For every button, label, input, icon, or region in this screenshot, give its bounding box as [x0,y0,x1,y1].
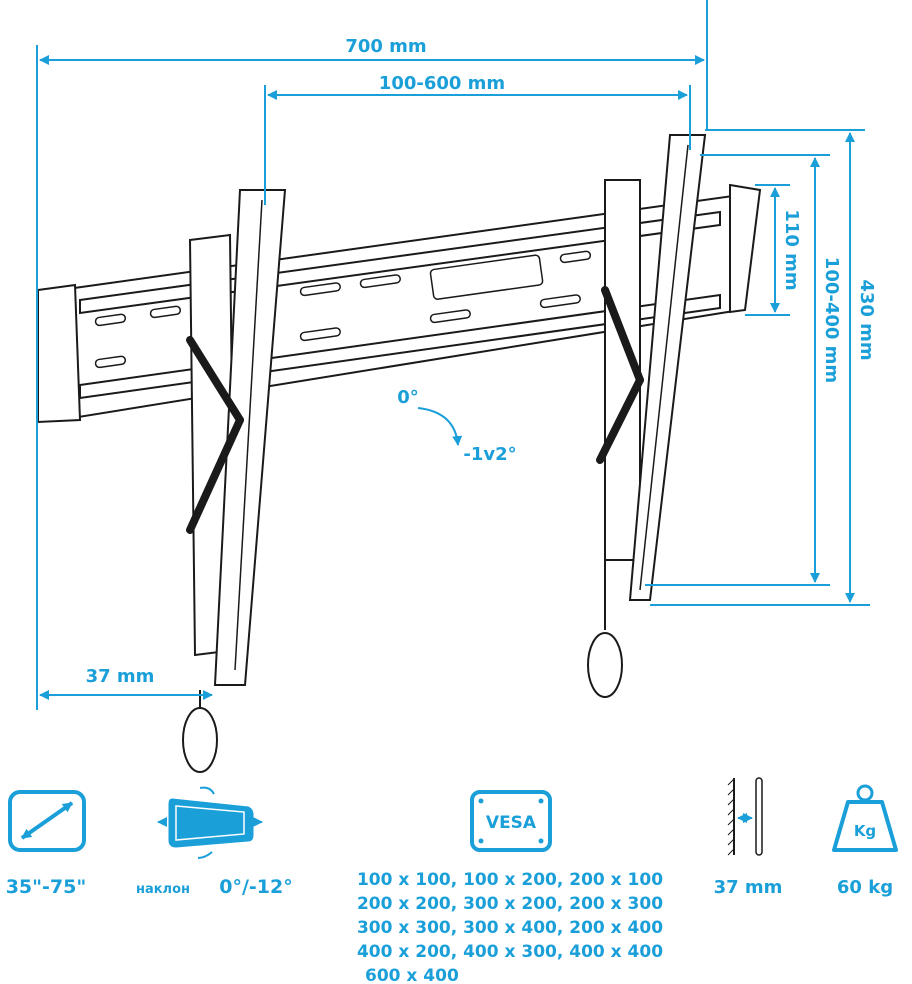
tilt-end-label: -1v2° [463,444,516,465]
bracket-height-label: 430 mm [856,279,877,360]
left-release-ring [182,707,218,773]
tilt-icon [157,786,263,859]
tilt-range-label: 0°/-12° [219,876,293,898]
right-bracket [587,134,707,698]
rail-height-label: 110 mm [781,209,802,290]
wall-distance-label: 37 mm [86,666,155,687]
right-release-ring [587,632,623,698]
left-bracket [182,189,287,773]
screen-size-label: 35"-75" [6,876,87,898]
max-load-label: 60 kg [837,877,893,898]
screen-size-icon [8,790,86,852]
width-label: 700 mm [345,36,426,57]
vesa-vertical-label: 100-400 mm [821,257,842,383]
tilt-label: наклон [136,882,190,897]
vesa-pattern-row: 400 x 200, 400 x 300, 400 x 400 [356,942,664,962]
vesa-pattern-row: 100 x 100, 100 x 200, 200 x 100 [356,870,664,890]
vesa-pattern-row: 600 x 400 [365,966,459,984]
thickness-label: 37 mm [714,877,783,898]
weight-icon [832,784,898,852]
vesa-patterns-list: 100 x 100, 100 x 200, 200 x 100 200 x 20… [340,868,680,984]
weight-badge: Kg [854,822,876,840]
vesa-pattern-row: 300 x 300, 300 x 400, 200 x 400 [356,918,664,938]
dimension-lines [36,0,870,710]
vesa-pattern-row: 200 x 200, 300 x 200, 200 x 300 [356,894,664,914]
vesa-badge: VESA [486,813,537,833]
vesa-icon [470,790,552,852]
tilt-start-label: 0° [397,387,419,408]
thickness-icon [727,777,763,856]
vesa-horizontal-label: 100-600 mm [379,73,505,94]
